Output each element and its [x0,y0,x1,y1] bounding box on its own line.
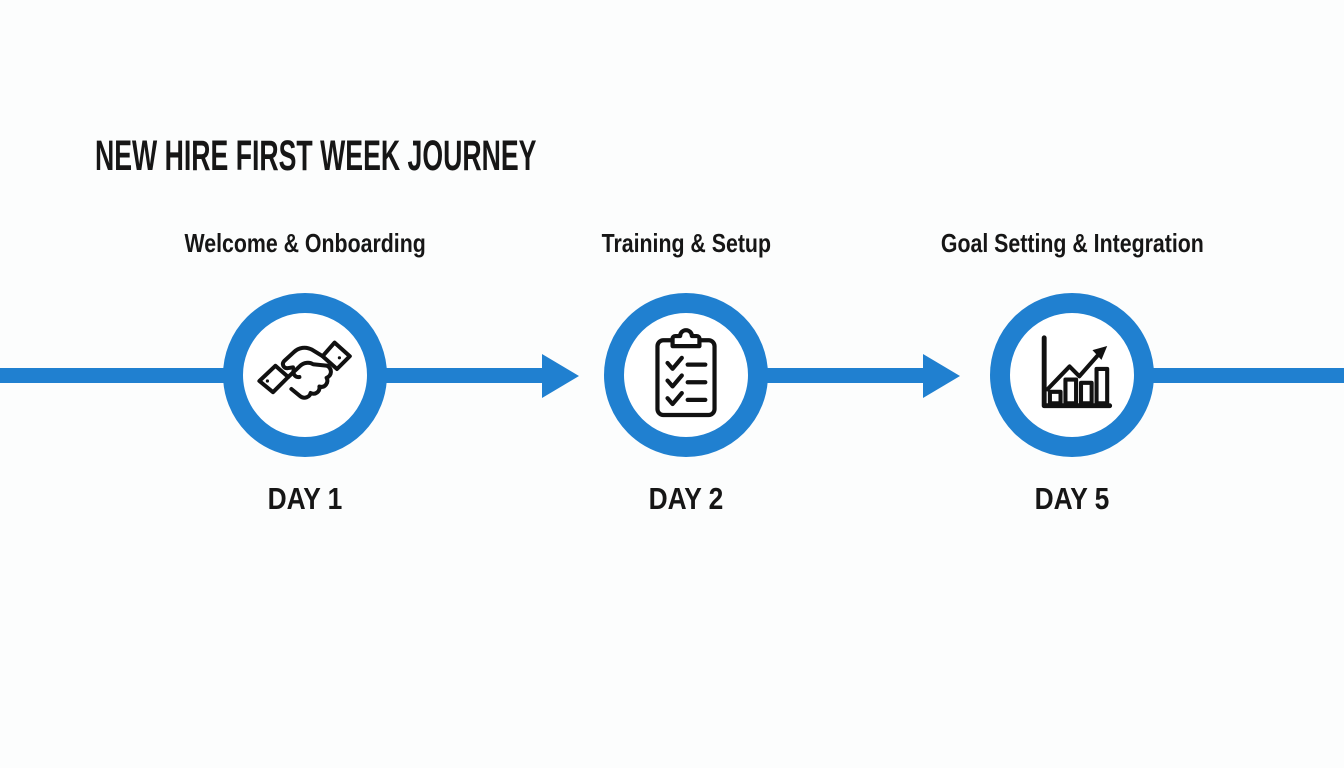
timeline-step-training: Training & Setup DAY 2 [486,226,886,526]
step-title: Training & Setup [601,228,771,258]
handshake-icon [253,332,357,419]
step-circle [604,293,768,457]
step-day-label: DAY 5 [1034,481,1110,516]
growth-chart-icon [1027,328,1117,423]
timeline-step-welcome: Welcome & Onboarding DAY 1 [105,226,505,526]
clipboard-checklist-icon [648,326,724,425]
step-title: Goal Setting & Integration [940,228,1204,258]
page-title: NEW HIRE FIRST WEEK JOURNEY [95,132,537,180]
arrow-right-icon [923,354,960,398]
step-title: Welcome & Onboarding [184,228,426,258]
step-circle [990,293,1154,457]
step-circle [223,293,387,457]
step-day-label: DAY 2 [648,481,724,516]
timeline-step-goals: Goal Setting & Integration DAY 5 [872,226,1272,526]
step-day-label: DAY 1 [267,481,343,516]
arrow-right-icon [542,354,579,398]
